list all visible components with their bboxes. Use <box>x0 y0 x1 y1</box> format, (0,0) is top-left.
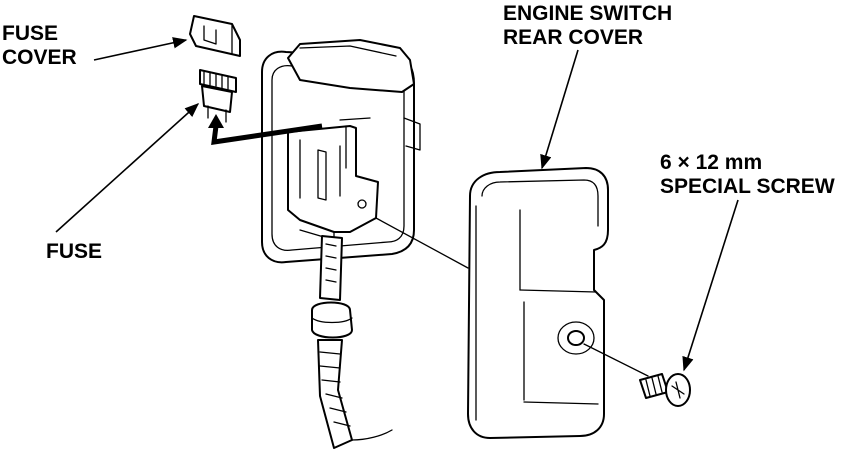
fuse-leader <box>55 103 200 233</box>
install-arrow <box>211 123 323 145</box>
special-screw-part <box>639 373 691 407</box>
screw-leader <box>682 199 739 372</box>
fuse-part <box>199 69 237 123</box>
rear-cover-label-line2: REAR COVER <box>503 26 643 49</box>
rear-cover-label-line1: ENGINE SWITCH <box>503 2 672 25</box>
screw-label-line2: SPECIAL SCREW <box>660 175 835 198</box>
install-arrow-head <box>208 114 224 128</box>
fuse-cover-label-line1: FUSE <box>2 22 58 45</box>
fuse-cover <box>189 15 241 57</box>
engine-switch-housing <box>261 39 469 269</box>
fuse-label: FUSE <box>46 240 102 263</box>
fuse-cover-leader <box>93 37 188 61</box>
screw-label-line1: 6 × 12 mm <box>660 151 762 174</box>
rear-cover-part <box>467 167 649 439</box>
fuse-cover-label-line2: COVER <box>2 46 77 69</box>
rear-cover-leader <box>540 49 579 170</box>
wire-harness <box>311 235 393 449</box>
